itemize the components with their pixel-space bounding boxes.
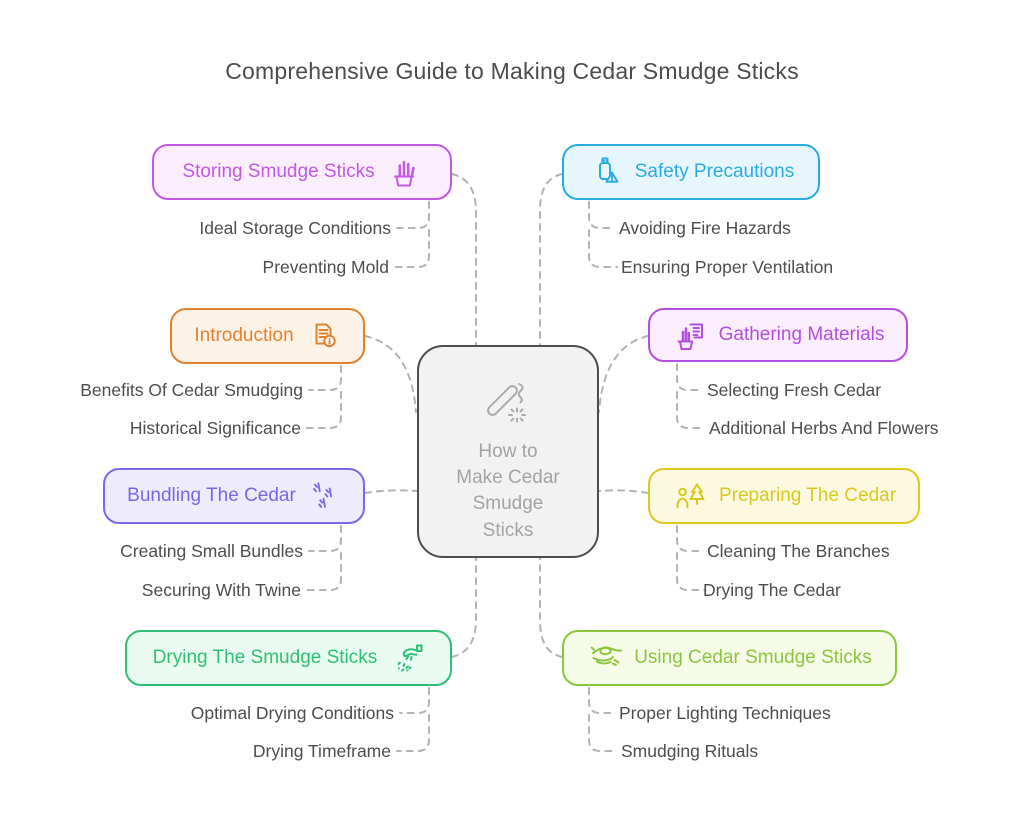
central-topic-label: How to Make Cedar Smudge Sticks bbox=[456, 441, 560, 541]
topic-node-preparing-the-cedar: Preparing The Cedar bbox=[648, 468, 920, 524]
subtopic-creating-small-bundles: Creating Small Bundles bbox=[120, 541, 303, 561]
person-and-tree-icon bbox=[676, 483, 705, 509]
topic-label: Preparing The Cedar bbox=[718, 485, 897, 506]
subtopic-additional-herbs-and-flowers: Additional Herbs And Flowers bbox=[709, 418, 939, 438]
topic-label: Introduction bbox=[194, 325, 294, 346]
topic-node-gathering-materials: Gathering Materials bbox=[648, 308, 908, 362]
connector-drying bbox=[451, 557, 477, 658]
subtopic-ideal-storage-conditions: Ideal Storage Conditions bbox=[199, 218, 391, 238]
topic-label: Bundling The Cedar bbox=[127, 485, 296, 506]
subtopic-proper-lighting-techniques: Proper Lighting Techniques bbox=[619, 703, 831, 723]
connector-sub bbox=[676, 525, 704, 552]
hand-sprinkling-icon bbox=[397, 644, 423, 672]
document-info-icon bbox=[315, 323, 336, 348]
subtopic-historical-significance: Historical Significance bbox=[129, 418, 301, 438]
smudge-stick-icon bbox=[487, 383, 526, 423]
connector-preparing bbox=[598, 489, 649, 494]
connector-introduction bbox=[364, 335, 417, 413]
connector-using bbox=[539, 557, 563, 658]
connector-sub bbox=[394, 229, 430, 268]
connector-sub bbox=[396, 714, 430, 752]
central-topic-node: How to Make Cedar Smudge Sticks bbox=[417, 345, 599, 558]
connector-sub bbox=[588, 229, 618, 268]
connector-sub bbox=[676, 391, 706, 429]
subtopic-selecting-fresh-cedar: Selecting Fresh Cedar bbox=[707, 380, 882, 400]
connector-sub bbox=[399, 687, 430, 714]
subtopic-optimal-drying-conditions: Optimal Drying Conditions bbox=[190, 703, 394, 723]
topic-node-storing-smudge-sticks: Storing Smudge Sticks bbox=[152, 144, 452, 200]
connector-storing bbox=[451, 173, 477, 346]
connector-sub bbox=[306, 552, 342, 591]
connector-sub bbox=[306, 391, 342, 429]
plant-and-document-icon bbox=[677, 323, 703, 350]
topic-node-bundling-the-cedar: Bundling The Cedar bbox=[103, 468, 365, 524]
connector-safety bbox=[539, 173, 563, 346]
subtopic-securing-with-twine: Securing With Twine bbox=[141, 580, 301, 600]
subtopic-smudging-rituals: Smudging Rituals bbox=[621, 741, 759, 761]
connector-sub bbox=[308, 365, 342, 391]
topic-label: Safety Precautions bbox=[634, 161, 795, 182]
basket-of-sticks-icon bbox=[393, 160, 415, 187]
connector-sub bbox=[676, 552, 706, 591]
topic-label: Using Cedar Smudge Sticks bbox=[634, 647, 872, 668]
twigs-icon bbox=[312, 482, 332, 508]
diagram-title: Comprehensive Guide to Making Cedar Smud… bbox=[225, 58, 799, 84]
topic-node-introduction: Introduction bbox=[170, 308, 365, 364]
connector-bundling bbox=[364, 489, 418, 494]
connector-gathering bbox=[598, 335, 649, 413]
topic-node-drying-the-smudge-sticks: Drying The Smudge Sticks bbox=[125, 630, 452, 686]
topic-label: Gathering Materials bbox=[718, 324, 885, 345]
subtopic-ensuring-proper-ventilation: Ensuring Proper Ventilation bbox=[621, 257, 834, 277]
subtopic-drying-timeframe: Drying Timeframe bbox=[252, 741, 391, 761]
connector-sub bbox=[396, 201, 430, 229]
connector-sub bbox=[588, 201, 616, 229]
topic-node-using-cedar-smudge-sticks: Using Cedar Smudge Sticks bbox=[562, 630, 897, 686]
subtopic-preventing-mold: Preventing Mold bbox=[262, 257, 389, 277]
subtopic-cleaning-the-branches: Cleaning The Branches bbox=[707, 541, 890, 561]
connector-sub bbox=[588, 687, 616, 714]
topic-node-safety-precautions: Safety Precautions bbox=[562, 144, 820, 200]
connector-sub bbox=[308, 525, 342, 552]
topic-label: Drying The Smudge Sticks bbox=[152, 647, 378, 668]
topic-label: Storing Smudge Sticks bbox=[182, 161, 375, 182]
twine-tangle-icon bbox=[590, 646, 623, 666]
subtopic-drying-the-cedar: Drying The Cedar bbox=[703, 580, 841, 600]
subtopic-benefits-of-cedar-smudging: Benefits Of Cedar Smudging bbox=[80, 380, 303, 400]
connector-sub bbox=[676, 363, 704, 391]
usb-warning-icon bbox=[598, 157, 619, 183]
subtopic-avoiding-fire-hazards: Avoiding Fire Hazards bbox=[619, 218, 791, 238]
connector-sub bbox=[588, 714, 618, 752]
